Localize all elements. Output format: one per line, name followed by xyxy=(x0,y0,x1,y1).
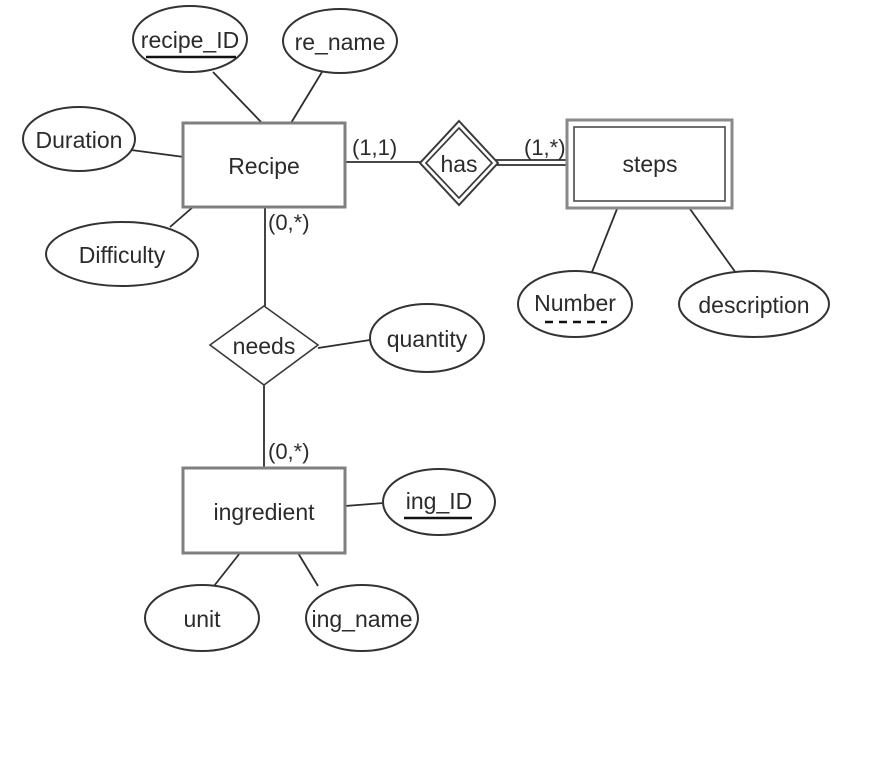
connector-rename-recipe xyxy=(290,71,323,124)
entity-steps-label: steps xyxy=(623,151,678,177)
attribute-ing-name-ellipse xyxy=(305,584,419,652)
connector-ingredient-ingid xyxy=(344,502,385,507)
attribute-difficulty-ellipse xyxy=(45,221,199,287)
entity-ingredient-box xyxy=(181,466,347,555)
attribute-quantity-label: quantity xyxy=(387,326,468,352)
entity-ingredient-label: ingredient xyxy=(213,499,315,525)
cardinality-has-steps: (1,*) xyxy=(524,135,566,160)
attribute-number-label: Number xyxy=(534,290,616,316)
attribute-re-name-label: re_name xyxy=(295,29,386,55)
connector-steps-description xyxy=(689,208,737,274)
attribute-re-name-ellipse xyxy=(282,8,398,74)
connector-difficulty-recipe xyxy=(169,206,194,228)
cardinality-recipe-needs: (0,*) xyxy=(268,210,310,235)
relationship-needs-diamond xyxy=(208,305,320,386)
cardinality-recipe-has: (1,1) xyxy=(352,135,397,160)
attribute-recipe-id-ellipse xyxy=(132,5,248,73)
attribute-number-ellipse xyxy=(517,270,633,338)
attribute-unit-ellipse xyxy=(144,584,260,652)
attribute-description-ellipse xyxy=(678,270,830,338)
relationship-has-diamond-outer xyxy=(418,119,500,207)
connector-needs-quantity xyxy=(317,339,371,349)
attribute-difficulty-label: Difficulty xyxy=(79,242,166,268)
connector-recipeid-recipe xyxy=(212,71,263,124)
attribute-recipe-id-label: recipe_ID xyxy=(141,27,239,53)
attribute-duration-ellipse xyxy=(22,106,136,172)
relationship-needs-label: needs xyxy=(233,333,296,359)
connector-ingredient-unit xyxy=(213,552,241,587)
attribute-unit-label: unit xyxy=(183,606,221,632)
connector-ingredient-ingname xyxy=(297,552,319,587)
attribute-duration-label: Duration xyxy=(36,127,123,153)
connector-duration-recipe xyxy=(130,149,185,158)
entity-recipe-box xyxy=(181,121,347,209)
attribute-description-label: description xyxy=(698,292,809,318)
relationship-has-diamond-inner xyxy=(424,126,494,200)
connector-steps-number xyxy=(591,208,618,273)
relationship-has-label: has xyxy=(440,151,477,177)
entity-recipe-label: Recipe xyxy=(228,153,300,179)
attribute-ing-id-label: ing_ID xyxy=(406,488,472,514)
entity-steps-box-outer xyxy=(565,118,734,210)
attribute-quantity-ellipse xyxy=(369,303,485,373)
attribute-ing-name-label: ing_name xyxy=(311,606,412,632)
cardinality-needs-ingredient: (0,*) xyxy=(268,439,310,464)
entity-steps-box-inner xyxy=(573,126,726,202)
